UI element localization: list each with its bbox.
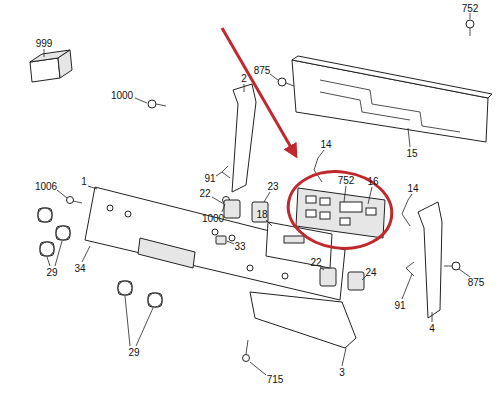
- callout-number: 1: [81, 176, 87, 187]
- rear-panel: [292, 56, 492, 142]
- parts-box: [30, 50, 72, 82]
- side-bracket: [418, 202, 442, 318]
- callout-number: 91: [394, 300, 405, 311]
- callout-number: 14: [320, 139, 331, 150]
- callout-number: 875: [254, 65, 271, 76]
- callout-number: 29: [46, 267, 57, 278]
- callout-number: 91: [204, 173, 215, 184]
- callout-number: 999: [36, 38, 53, 49]
- callout-number: 34: [74, 263, 85, 274]
- highlight-ellipse: [283, 165, 397, 255]
- callout-number: 1006: [35, 181, 57, 192]
- callout-number: 18: [256, 209, 267, 220]
- screw: [67, 20, 475, 362]
- callout-number: 752: [462, 3, 479, 14]
- callout-number: 14: [407, 183, 418, 194]
- callout-number: 2: [241, 73, 247, 84]
- callout-number: 29: [128, 347, 139, 358]
- callout-number: 715: [267, 374, 284, 385]
- callout-number: 752: [338, 175, 355, 186]
- leader-line: [44, 13, 470, 375]
- callout-number: 22: [199, 188, 210, 199]
- control-board: [296, 188, 385, 238]
- callout-number: 3: [339, 367, 345, 378]
- callout-number: 22: [310, 257, 321, 268]
- side-bracket: [232, 84, 256, 192]
- callout-number: 1000: [111, 90, 133, 101]
- callout-number: 1000: [202, 213, 224, 224]
- callout-number: 33: [234, 241, 245, 252]
- callout-number: 4: [429, 323, 435, 334]
- trim-strip: [250, 292, 356, 348]
- callout-number: 23: [267, 181, 278, 192]
- callout-number: 875: [468, 277, 485, 288]
- callout-number: 24: [365, 267, 376, 278]
- highlight-arrow: [222, 28, 296, 156]
- callout-number: 15: [406, 148, 417, 159]
- callout-number: 16: [367, 176, 378, 187]
- control-knob: [38, 208, 162, 307]
